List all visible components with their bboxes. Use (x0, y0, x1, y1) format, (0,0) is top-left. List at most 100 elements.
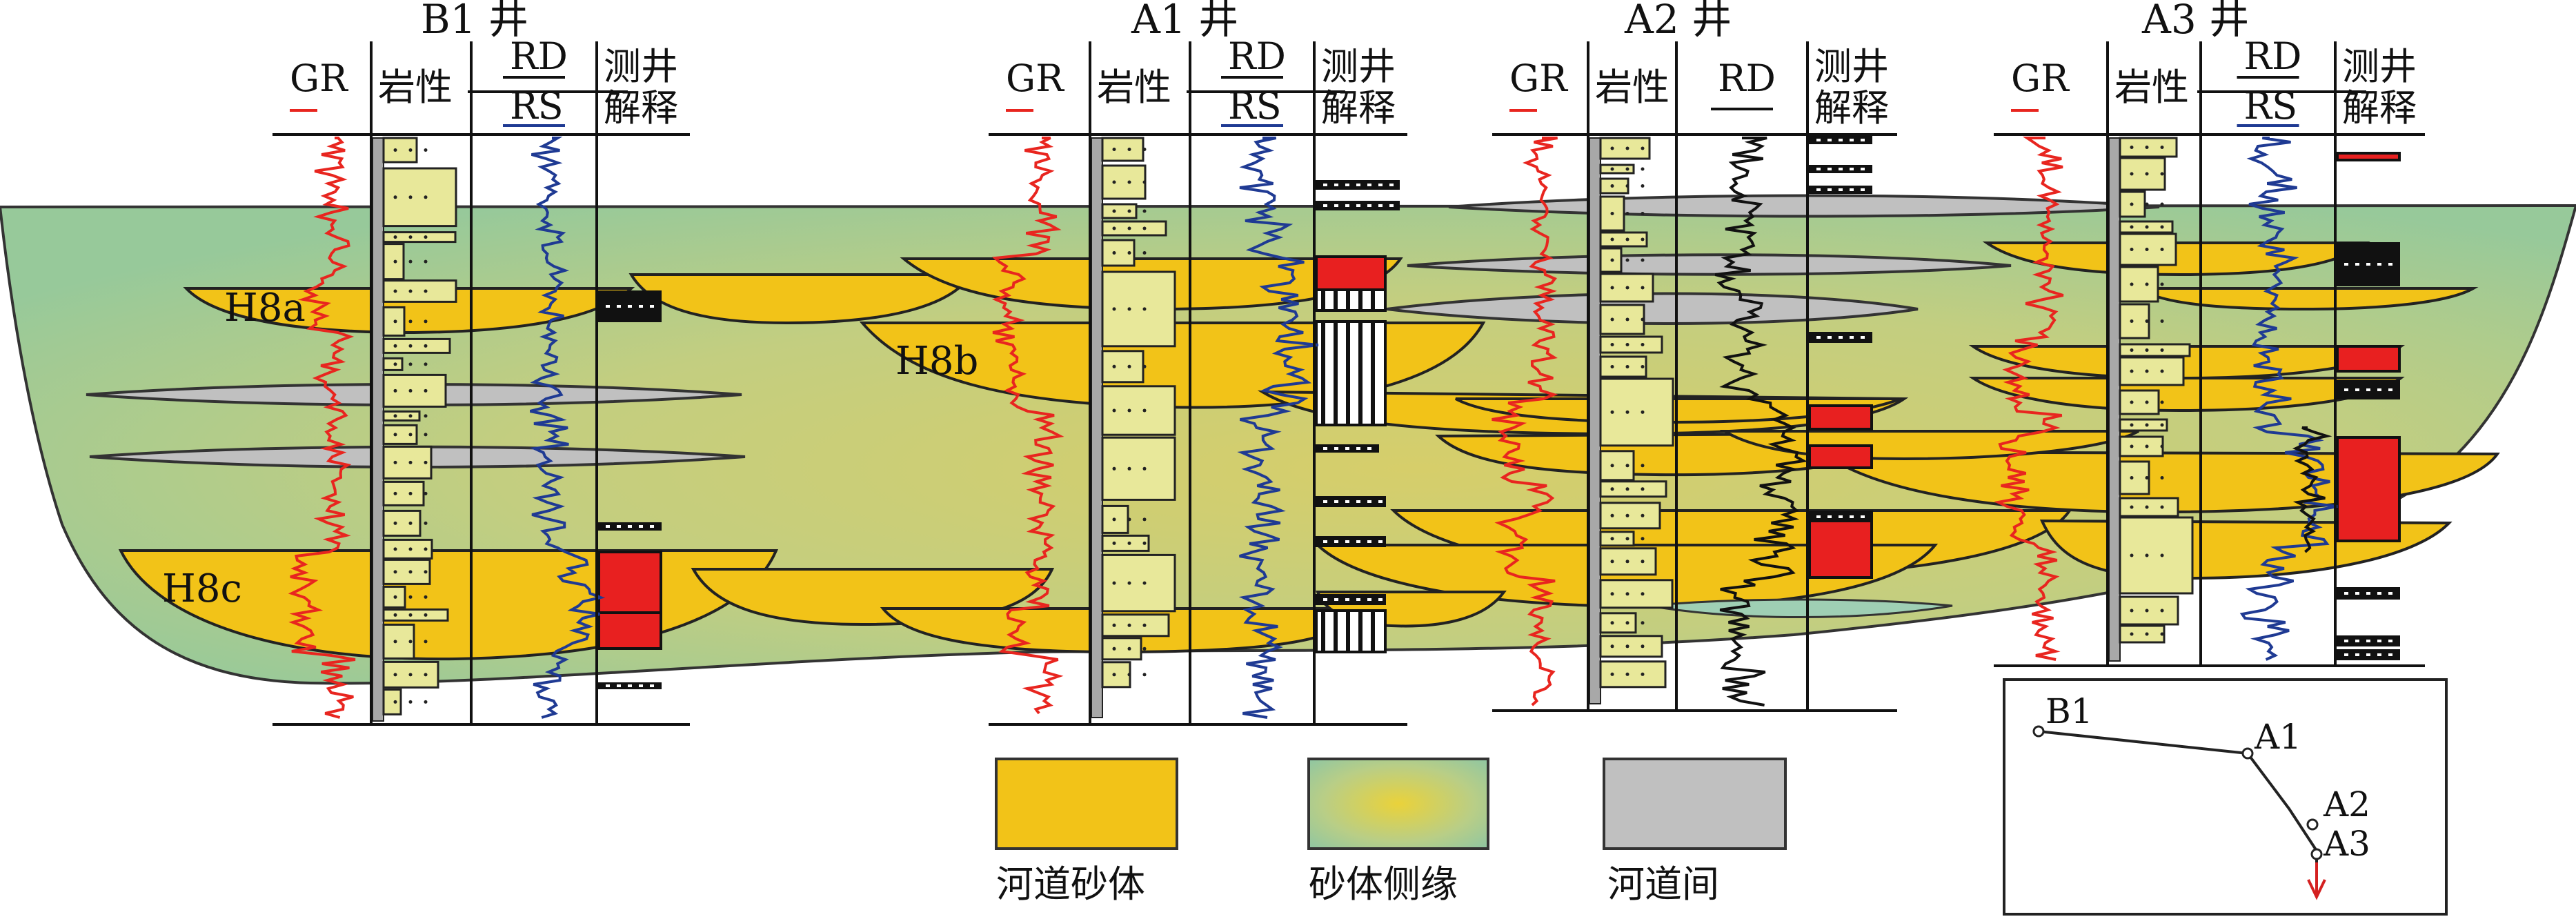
well-a1-interp-bar-dot (1389, 204, 1394, 207)
well-b1-interp-bar-dot (628, 684, 632, 687)
well-a3-lith-dot (2160, 553, 2164, 557)
well-a3-lith-dot (2160, 400, 2164, 404)
well-a3-lith-bed (2119, 460, 2150, 495)
well-a2-lith-bed (1599, 177, 1629, 195)
well-a3-lith-bed (2119, 303, 2150, 339)
well-a2-lith-dot (1610, 513, 1614, 517)
well-a2-lith-dot (1610, 343, 1614, 346)
well-a1-lith-dot (1142, 623, 1147, 627)
well-a3-interp-bar-dot (2344, 592, 2348, 595)
well-b1-lith-dot (424, 613, 428, 617)
legend-label-channel-sand: 河道砂体 (996, 862, 1145, 906)
well-a2-lith-dot (1610, 146, 1614, 150)
well-b1-lith-dot (424, 344, 428, 348)
well-a3-interp-bar-dot (2355, 640, 2359, 642)
well-b1-lith-bed (382, 558, 431, 585)
well-b1-lith-dot (424, 521, 428, 525)
well-a1-lith-dot (1127, 226, 1131, 230)
well-a2-lith-dot (1641, 184, 1645, 188)
well-a1-interp-header-2: 解释 (1321, 86, 1396, 130)
well-b1-gr-header: GR (290, 57, 348, 100)
legend-swatch-interchannel (1603, 758, 1787, 850)
well-a3-lith-dot (2160, 248, 2164, 251)
well-a3-lith-dot (2130, 553, 2134, 557)
well-b1-lith-dot (424, 362, 428, 366)
well-b1-lith-dot (424, 289, 428, 293)
well-b1-interp-bar-dot (628, 305, 632, 308)
legend-label-interchannel: 河道间 (1607, 862, 1719, 906)
well-a2-rd-curve (1714, 137, 1808, 706)
well-b1-lith-dot (393, 319, 397, 324)
well-a2-lith-dot (1625, 537, 1629, 541)
well-a3-interp-bar-dot (2366, 388, 2370, 391)
well-b1-lith-dot (408, 700, 413, 704)
well-a3-interp-bar-dot (2388, 388, 2392, 391)
well-a1-lith-bed (1101, 203, 1138, 219)
well-a1-rd-header: RD (1228, 34, 1286, 78)
well-a1-interp-bar-dot (1367, 184, 1371, 186)
well-b1-lith-dot (424, 640, 428, 644)
well-a1-interp-bar-dot (1323, 447, 1327, 450)
well-a1-lith-bed (1101, 534, 1150, 552)
well-a3-lith-dot (2145, 369, 2149, 373)
well-a2-lith-bed (1599, 231, 1648, 248)
well-b1-lith-dot (393, 595, 397, 599)
well-b1-interp-bar-dot (650, 525, 654, 528)
well-b1-lith-dot (408, 388, 413, 393)
well-b1-lith-dot (408, 595, 413, 599)
well-a2-lith-dot (1641, 592, 1645, 596)
well-b1-interp-bar-dot (606, 525, 610, 528)
well-a2-lith-dot (1641, 621, 1645, 625)
well-a3-lith-bed (2119, 624, 2166, 644)
well-a1-lith-dot (1142, 517, 1147, 522)
well-b1-interp-bar-dot (639, 525, 643, 528)
well-a2-lith-dot (1610, 317, 1614, 322)
well-a1-interp-bar-dot (1378, 184, 1383, 186)
well-a3-interp-bar-dot (2388, 653, 2392, 656)
legend-swatch-sand-margin (1307, 758, 1489, 850)
well-a2-lith-dot (1610, 487, 1614, 491)
well-a1-interp-bar-dot (1389, 184, 1394, 186)
well-a3-lith-dot (2130, 348, 2134, 352)
well-b1-lith-dot (393, 491, 397, 495)
well-a1-lith-bed (1101, 220, 1167, 237)
well-a3-interp-bar-dot (2344, 640, 2348, 642)
well-a2-lith-dot (1641, 286, 1645, 290)
well-b1-rs-curve (529, 137, 606, 719)
well-a3-lith-dot (2145, 348, 2149, 352)
well-b1-lith-dot (424, 673, 428, 677)
well-a2-lith-dot (1641, 365, 1645, 368)
well-a1-lith-dot (1127, 517, 1131, 522)
well-a2-interp-bar-dot (1850, 139, 1854, 141)
well-a1-interp-bar-dot (1367, 598, 1371, 601)
well-a3-lith-dot (2130, 444, 2134, 448)
well-a1-title: A1 井 (1131, 0, 1238, 43)
well-a1-lith-dot (1127, 623, 1131, 627)
well-a1-rs-curve (1237, 137, 1319, 719)
well-a1-interp-bar-dot (1334, 204, 1338, 207)
well-b1-lith-dot (408, 640, 413, 644)
well-a2-interp-bar-dot (1839, 336, 1843, 339)
well-a2-lith-dot (1610, 621, 1614, 625)
well-a1-lith-bed (1101, 661, 1131, 689)
well-a1-interp-bar-dot (1334, 598, 1338, 601)
well-a3-interp-bar-dot (2366, 263, 2370, 266)
well-a3-rd-curve (2292, 426, 2332, 553)
map-point-b1 (2032, 725, 2045, 738)
well-b1-lith-dot (393, 570, 397, 574)
well-a3-interp-bar-dot (2355, 263, 2359, 266)
well-a3-mud-column (2108, 137, 2121, 662)
well-a3-interp-bar-dot (2355, 653, 2359, 656)
well-a3-interp-pay (2336, 345, 2401, 373)
well-a3-lith-bed (2119, 595, 2179, 626)
well-a2-lith-dot (1610, 212, 1614, 215)
well-a2-lith-dot (1610, 286, 1614, 290)
well-a2-interp-bar-dot (1816, 336, 1821, 339)
well-b1-interp-header-2: 解释 (604, 86, 678, 130)
well-a3-interp-header-2: 解释 (2342, 86, 2417, 130)
well-a2-lith-dot (1610, 560, 1614, 564)
well-a3-lith-header: 岩性 (2114, 66, 2189, 109)
well-b1-lith-dot (408, 235, 413, 239)
well-a2-lith-dot (1610, 258, 1614, 262)
well-b1-lith-dot (408, 521, 413, 525)
